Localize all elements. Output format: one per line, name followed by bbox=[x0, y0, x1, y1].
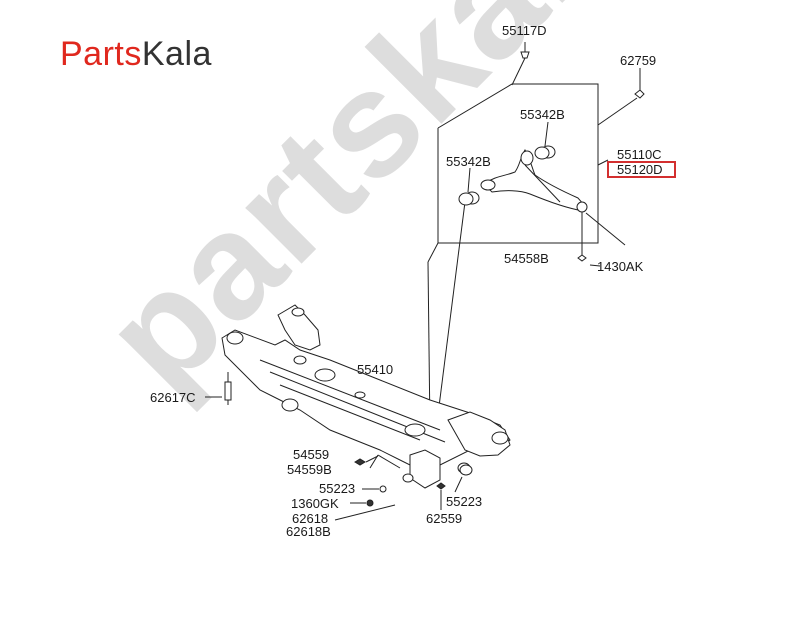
fastener-62559 bbox=[436, 482, 446, 510]
label-62618B[interactable]: 62618B bbox=[286, 524, 331, 539]
upper-arm-55120D bbox=[480, 149, 609, 213]
highlight-box-55120D bbox=[607, 161, 676, 178]
label-55223-left[interactable]: 55223 bbox=[319, 481, 356, 496]
label-1430AK[interactable]: 1430AK bbox=[597, 259, 644, 274]
label-55342B-top[interactable]: 55342B bbox=[520, 107, 565, 122]
bolt-62617C bbox=[205, 372, 232, 405]
bushing-55342B-top bbox=[534, 121, 556, 160]
label-54558B[interactable]: 54558B bbox=[504, 251, 549, 266]
bolt-55117D bbox=[511, 42, 530, 86]
fastener-55223-right bbox=[454, 464, 473, 493]
bushing-55342B-left bbox=[458, 167, 480, 206]
label-55342B-left[interactable]: 55342B bbox=[446, 154, 491, 169]
label-62759[interactable]: 62759 bbox=[620, 53, 657, 68]
crossmember-55410 bbox=[221, 304, 511, 489]
label-62618[interactable]: 62618 bbox=[292, 511, 329, 526]
ball-joint bbox=[577, 212, 626, 267]
brand-logo: PartsKala bbox=[60, 34, 212, 74]
label-55120D[interactable]: 55120D bbox=[617, 162, 663, 177]
label-55117D[interactable]: 55117D bbox=[502, 23, 547, 38]
label-1360GK[interactable]: 1360GK bbox=[291, 496, 339, 511]
detail-box bbox=[437, 83, 599, 244]
label-55410[interactable]: 55410 bbox=[357, 362, 394, 377]
label-62617C[interactable]: 62617C bbox=[150, 390, 196, 405]
label-62559[interactable]: 62559 bbox=[426, 511, 463, 526]
logo-kala: Kala bbox=[141, 35, 212, 73]
bolt-62759 bbox=[597, 68, 645, 126]
fastener-54559 bbox=[354, 455, 379, 466]
label-55110C[interactable]: 55110C bbox=[617, 147, 662, 162]
label-55223-right[interactable]: 55223 bbox=[446, 494, 483, 509]
logo-parts: Parts bbox=[60, 35, 142, 73]
fastener-55223-left bbox=[362, 485, 387, 493]
fastener-1360GK bbox=[350, 499, 374, 507]
label-54559B[interactable]: 54559B bbox=[287, 462, 332, 477]
label-54559[interactable]: 54559 bbox=[293, 447, 330, 462]
